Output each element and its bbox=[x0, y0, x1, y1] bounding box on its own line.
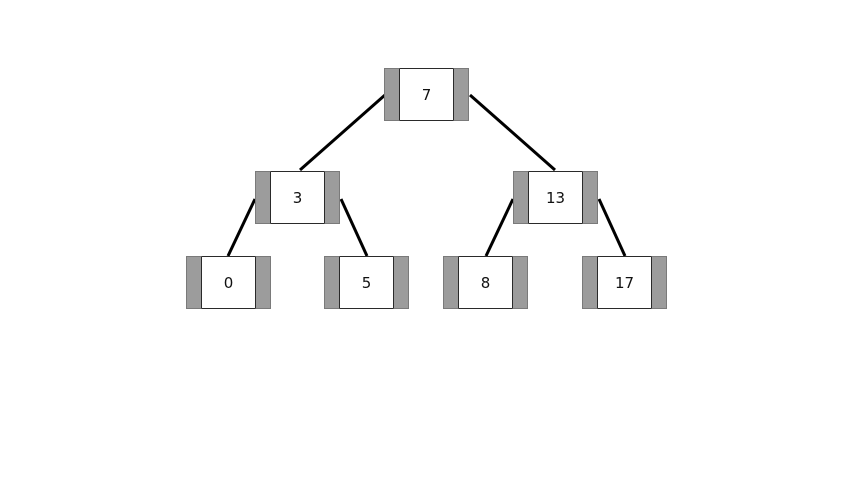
node-key: 5 bbox=[340, 256, 393, 309]
right-pointer-cell bbox=[393, 256, 409, 309]
right-pointer-cell bbox=[651, 256, 667, 309]
edge-13-17 bbox=[597, 198, 627, 257]
tree-node-13: 13 bbox=[513, 171, 598, 224]
node-key: 7 bbox=[400, 68, 453, 121]
left-pointer-cell bbox=[255, 171, 271, 224]
edge-3-5 bbox=[339, 198, 369, 257]
right-pointer-cell bbox=[324, 171, 340, 224]
tree-node-5: 5 bbox=[324, 256, 409, 309]
edge-7-3 bbox=[299, 93, 386, 172]
tree-node-8: 8 bbox=[443, 256, 528, 309]
tree-node-17: 17 bbox=[582, 256, 667, 309]
edge-13-8 bbox=[484, 198, 515, 257]
right-pointer-cell bbox=[453, 68, 469, 121]
right-pointer-cell bbox=[255, 256, 271, 309]
edge-7-13 bbox=[469, 93, 556, 172]
tree-node-3: 3 bbox=[255, 171, 340, 224]
node-key: 0 bbox=[202, 256, 255, 309]
right-pointer-cell bbox=[582, 171, 598, 224]
left-pointer-cell bbox=[384, 68, 400, 121]
node-key: 3 bbox=[271, 171, 324, 224]
node-key: 13 bbox=[529, 171, 582, 224]
left-pointer-cell bbox=[443, 256, 459, 309]
right-pointer-cell bbox=[512, 256, 528, 309]
left-pointer-cell bbox=[582, 256, 598, 309]
tree-node-7: 7 bbox=[384, 68, 469, 121]
tree-node-0: 0 bbox=[186, 256, 271, 309]
node-key: 17 bbox=[598, 256, 651, 309]
node-key: 8 bbox=[459, 256, 512, 309]
left-pointer-cell bbox=[513, 171, 529, 224]
left-pointer-cell bbox=[324, 256, 340, 309]
left-pointer-cell bbox=[186, 256, 202, 309]
edge-3-0 bbox=[226, 198, 257, 257]
